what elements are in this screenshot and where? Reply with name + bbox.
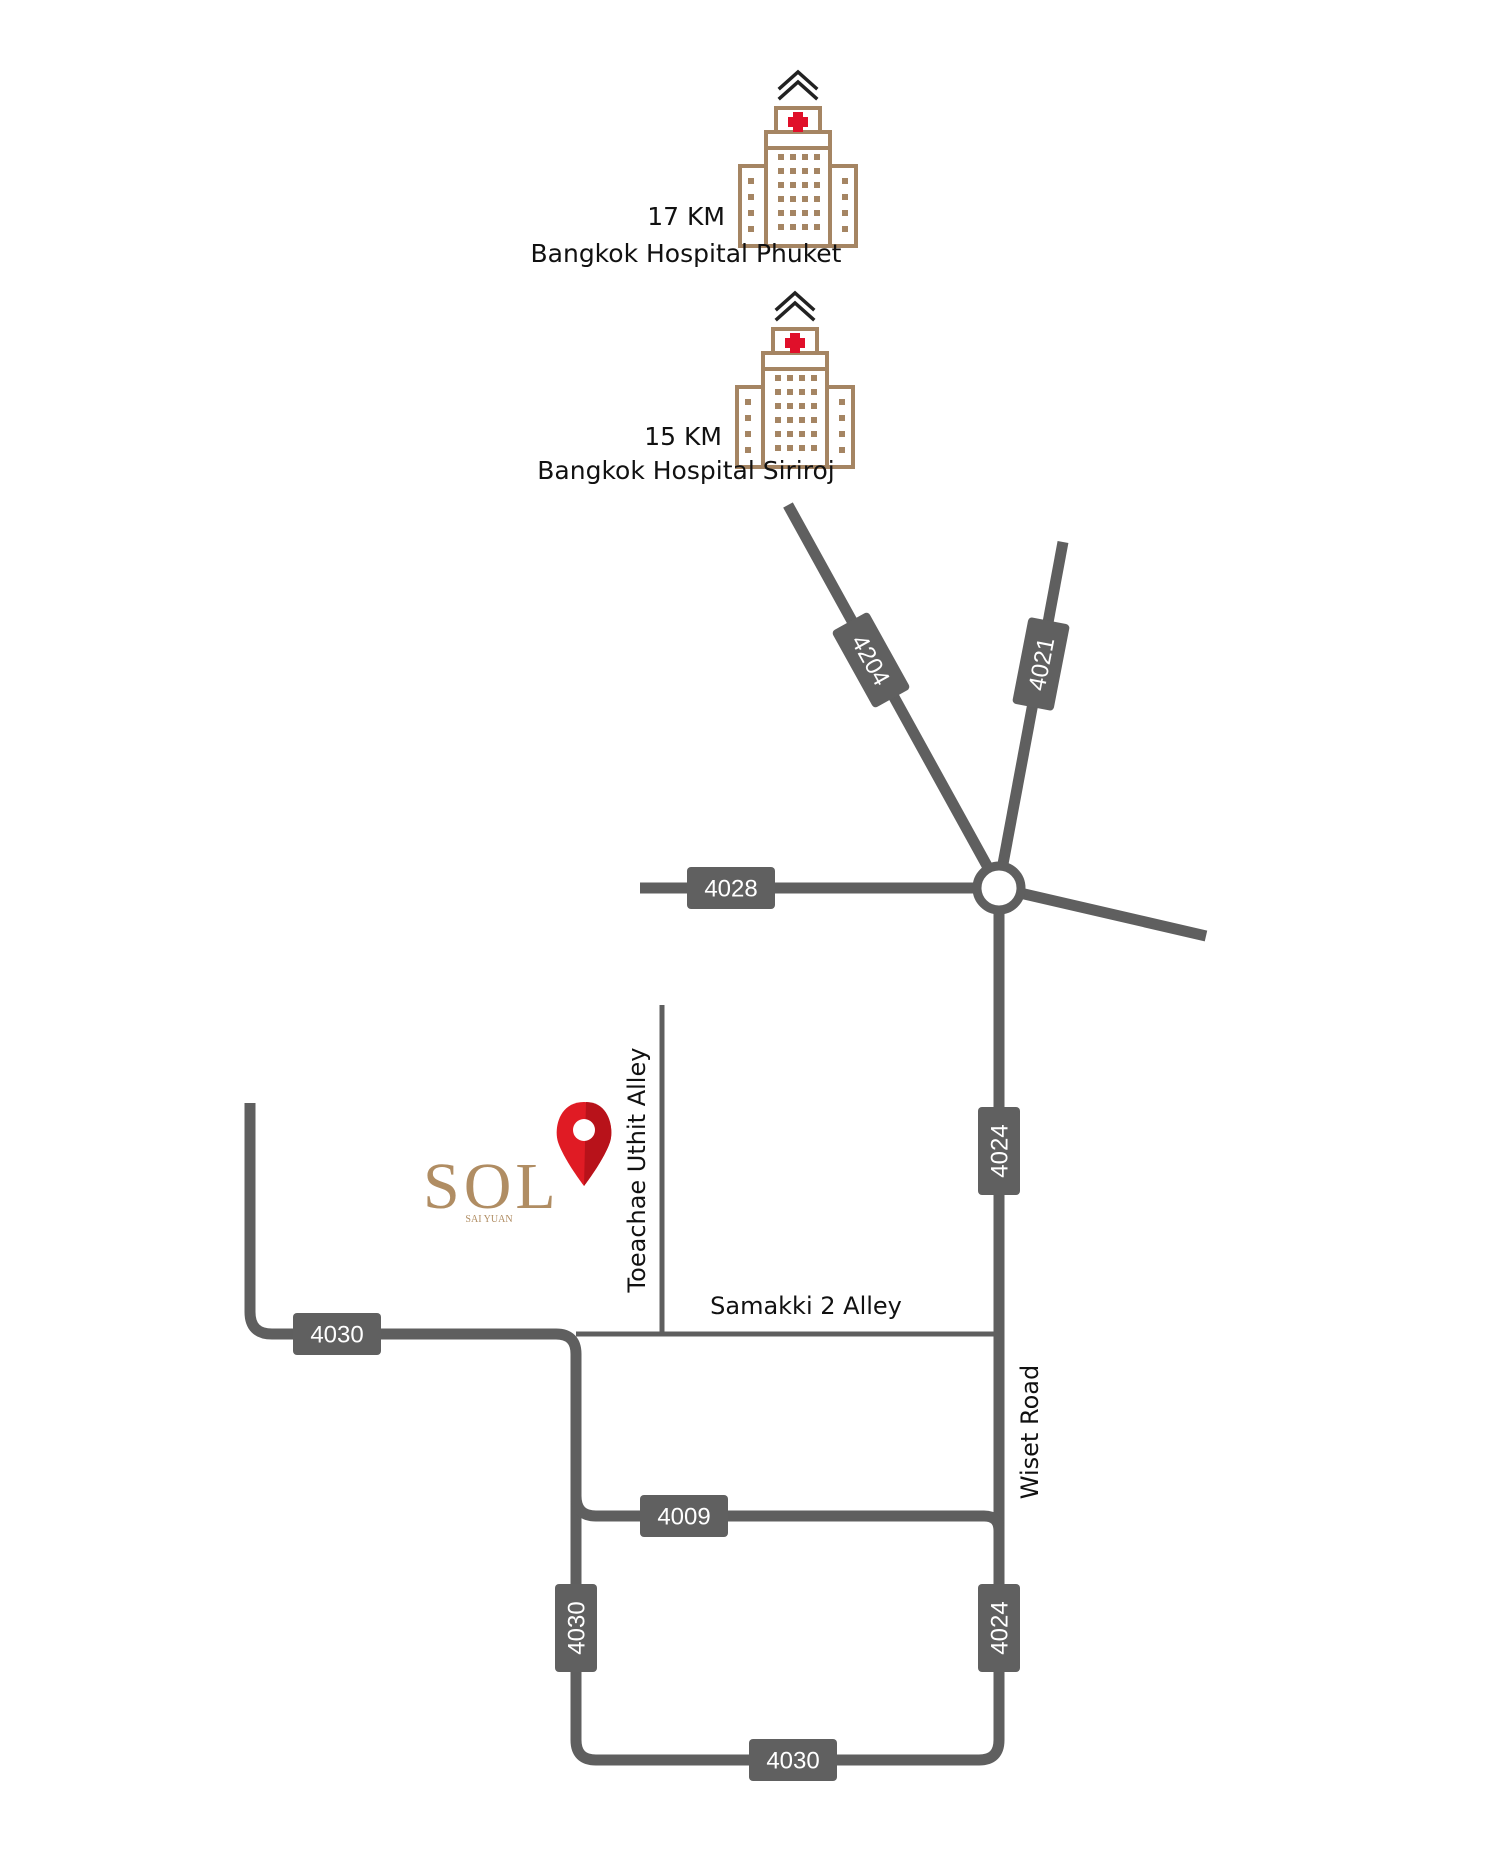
poi-distance: 15 KM — [644, 422, 722, 451]
route-shield-4030-bottom: 4030 — [749, 1739, 837, 1781]
route-number: 4024 — [987, 1124, 1014, 1177]
chevron-up-icon — [777, 69, 819, 101]
poi-distance: 17 KM — [647, 202, 725, 231]
hospital-building-icon — [738, 106, 858, 248]
route-shield-4009: 4009 — [640, 1495, 728, 1537]
route-shield-4024-lower: 4024 — [978, 1584, 1020, 1672]
route-number: 4030 — [766, 1748, 819, 1775]
logo-wordmark: SOL — [423, 1150, 560, 1223]
route-number: 4030 — [310, 1322, 363, 1349]
map-pin-icon — [556, 1102, 612, 1186]
project-logo: SOL SAI YUAN — [423, 1150, 560, 1225]
road-network — [244, 502, 1208, 1766]
road-label-wiset-road: Wiset Road — [1016, 1365, 1044, 1499]
route-number: 4028 — [704, 876, 757, 903]
road-label-samakki-2-alley: Samakki 2 Alley — [710, 1292, 902, 1320]
route-number: 4009 — [657, 1504, 710, 1531]
road-label-toeachae-uthit-alley: Toeachae Uthit Alley — [623, 1048, 651, 1294]
chevron-up-icon — [774, 290, 816, 322]
route-shield-4030-left: 4030 — [293, 1313, 381, 1355]
route-shield-4030-vertical: 4030 — [555, 1584, 597, 1672]
route-shield-4204: 4204 — [832, 612, 910, 708]
road-east-branch — [1018, 887, 1208, 942]
logo-subtext: SAI YUAN — [465, 1214, 512, 1225]
road-4009 — [570, 1495, 1005, 1532]
route-shield-4028: 4028 — [687, 867, 775, 909]
route-shield-4021: 4021 — [1012, 617, 1070, 711]
poi-name: Bangkok Hospital Siriroj — [537, 456, 834, 485]
road-4021 — [994, 540, 1069, 882]
poi-name: Bangkok Hospital Phuket — [531, 239, 842, 268]
roundabout — [972, 861, 1026, 915]
road-4030 — [244, 1103, 1005, 1766]
route-shield-4024-upper: 4024 — [978, 1107, 1020, 1195]
poi-hospital-siriroj: 15 KM Bangkok Hospital Siriroj — [537, 290, 855, 485]
route-number: 4024 — [987, 1601, 1014, 1654]
route-number: 4030 — [564, 1601, 591, 1654]
poi-hospital-phuket: 17 KM Bangkok Hospital Phuket — [531, 69, 858, 268]
hospital-building-icon — [735, 327, 855, 469]
